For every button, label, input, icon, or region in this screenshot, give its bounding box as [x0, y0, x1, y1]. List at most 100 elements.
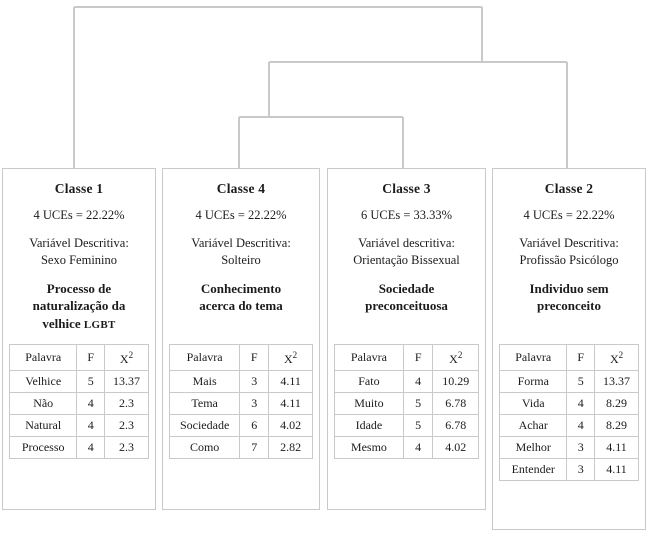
cell-word: Achar: [498, 413, 568, 437]
cell-x2: 8.29: [594, 413, 639, 437]
cell-f: 4: [402, 369, 434, 393]
header-x2: X2: [268, 343, 313, 371]
cell-word: Não: [8, 392, 78, 416]
table-row: Sociedade 6 4.02: [168, 413, 313, 437]
table-row: Mesmo 4 4.02: [334, 435, 479, 459]
table-row: Idade 5 6.78: [334, 413, 479, 437]
cell-word: Natural: [8, 414, 78, 438]
cell-f: 5: [402, 391, 434, 415]
header-palavra: Palavra: [334, 343, 404, 371]
cell-f: 4: [76, 414, 106, 438]
class-variable: Variável descritiva: Orientação Bissexua…: [334, 235, 479, 268]
cell-f: 4: [76, 392, 106, 416]
cell-x2: 4.11: [268, 391, 313, 415]
class-theme: Sociedade preconceituosa: [334, 280, 479, 332]
class-theme-line-3-acronym: LGBT: [83, 318, 116, 331]
cell-word: Forma: [498, 369, 568, 393]
cell-f: 4: [76, 436, 106, 460]
header-f: F: [566, 343, 596, 371]
cell-word: Entender: [498, 457, 568, 481]
cell-word: Mesmo: [334, 435, 404, 459]
cell-f: 7: [239, 435, 270, 459]
dendrogram: [73, 6, 568, 168]
class-uces: 6 UCEs = 33.33%: [360, 208, 453, 222]
table-row: Velhice 5 13.37: [8, 370, 149, 394]
class-variable-value: Profissão Psicólogo: [519, 252, 619, 267]
cell-x2: 4.02: [268, 413, 313, 437]
class-variable: Variável Descritiva: Sexo Feminino: [9, 235, 149, 268]
cell-f: 5: [402, 413, 434, 437]
class-variable-value: Solteiro: [221, 252, 261, 267]
cell-x2: 4.11: [268, 369, 313, 393]
cell-x2: 6.78: [432, 391, 479, 415]
table-row: Fato 4 10.29: [334, 369, 479, 393]
cell-x2: 13.37: [104, 370, 149, 394]
cell-f: 5: [76, 370, 106, 394]
class-title: Classe 3: [382, 181, 431, 196]
class-theme-line-1: Sociedade: [378, 281, 435, 296]
class-variable-label: Variável descritiva:: [358, 236, 455, 250]
table-row: Entender 3 4.11: [498, 457, 639, 481]
class-theme-line-1: Processo de: [46, 281, 112, 296]
cell-word: Muito: [334, 391, 404, 415]
table-row: Como 7 2.82: [168, 435, 313, 459]
class-variable-label: Variável Descritiva:: [191, 236, 291, 250]
class-variable: Variável Descritiva: Solteiro: [169, 235, 313, 268]
word-table: Palavra F X2 Forma 5 13.37 Vida 4 8.29 A…: [498, 343, 639, 481]
cell-word: Fato: [334, 369, 404, 393]
class-theme-spacer: [169, 315, 313, 332]
header-palavra: Palavra: [168, 343, 241, 371]
class-variable-value: Sexo Feminino: [40, 252, 118, 267]
cell-x2: 6.78: [432, 413, 479, 437]
class-variable-label: Variável Descritiva:: [519, 236, 619, 250]
header-f: F: [76, 344, 106, 372]
class-theme-line-2: preconceito: [536, 298, 602, 314]
cell-x2: 4.02: [432, 435, 479, 459]
cell-x2: 4.11: [594, 435, 639, 459]
table-row: Forma 5 13.37: [498, 369, 639, 393]
class-title: Classe 4: [216, 181, 266, 196]
class-title: Classe 2: [544, 181, 594, 196]
cell-x2: 2.3: [104, 436, 149, 460]
class-theme-line-2: acerca do tema: [199, 298, 283, 314]
cell-x2: 13.37: [594, 369, 639, 393]
class-card-classe-1: Classe 1 4 UCEs = 22.22% Variável Descri…: [2, 168, 156, 510]
class-uces: 4 UCEs = 22.22%: [523, 208, 615, 222]
cell-x2: 4.11: [594, 457, 639, 481]
word-table: Palavra F X2 Mais 3 4.11 Tema 3 4.11 Soc…: [168, 343, 313, 459]
class-theme-line-1: Conhecimento: [200, 281, 282, 296]
cell-word: Sociedade: [168, 413, 241, 437]
class-theme: Conhecimento acerca do tema: [169, 280, 313, 332]
header-palavra: Palavra: [8, 344, 78, 372]
table-row: Processo 4 2.3: [8, 436, 149, 460]
class-variable-value: Orientação Bissexual: [353, 252, 460, 267]
cell-word: Vida: [498, 391, 568, 415]
word-table: Palavra F X2 Fato 4 10.29 Muito 5 6.78 I…: [334, 343, 479, 459]
cell-f: 3: [239, 369, 270, 393]
class-theme-spacer: [499, 315, 639, 332]
class-uces: 4 UCEs = 22.22%: [33, 208, 125, 222]
class-theme-line-2: naturalização da: [32, 298, 126, 314]
table-row: Não 4 2.3: [8, 392, 149, 416]
table-header-row: Palavra F X2: [334, 343, 479, 371]
table-row: Vida 4 8.29: [498, 391, 639, 415]
header-f: F: [239, 343, 270, 371]
table-row: Achar 4 8.29: [498, 413, 639, 437]
cell-f: 3: [239, 391, 270, 415]
header-x2: X2: [594, 343, 639, 371]
class-theme-line-3-main: velhice: [42, 315, 81, 331]
class-theme: Processo de naturalização da velhice LGB…: [9, 280, 149, 332]
cell-f: 3: [566, 457, 596, 481]
class-theme-spacer: [334, 315, 479, 332]
cell-f: 4: [566, 391, 596, 415]
class-theme-line-3: velhice LGBT: [9, 315, 149, 333]
cell-f: 5: [566, 369, 596, 393]
class-variable: Variável Descritiva: Profissão Psicólogo: [499, 235, 639, 268]
cell-word: Tema: [168, 391, 241, 415]
cell-f: 3: [566, 435, 596, 459]
table-header-row: Palavra F X2: [498, 343, 639, 371]
class-theme-line-2: preconceituosa: [365, 298, 448, 314]
cell-f: 6: [239, 413, 270, 437]
class-card-classe-3: Classe 3 6 UCEs = 33.33% Variável descri…: [327, 168, 486, 510]
class-uces: 4 UCEs = 22.22%: [195, 208, 287, 222]
